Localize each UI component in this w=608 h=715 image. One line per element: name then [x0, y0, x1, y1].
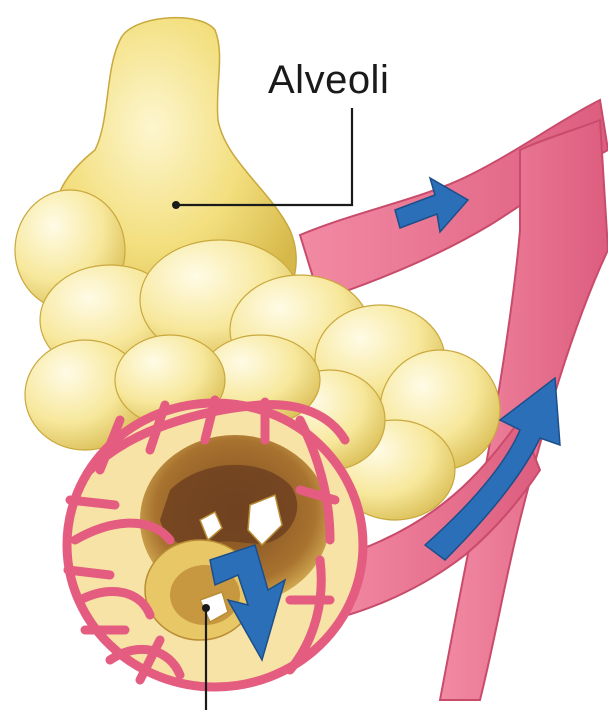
alveoli-label: Alveoli [268, 58, 389, 103]
